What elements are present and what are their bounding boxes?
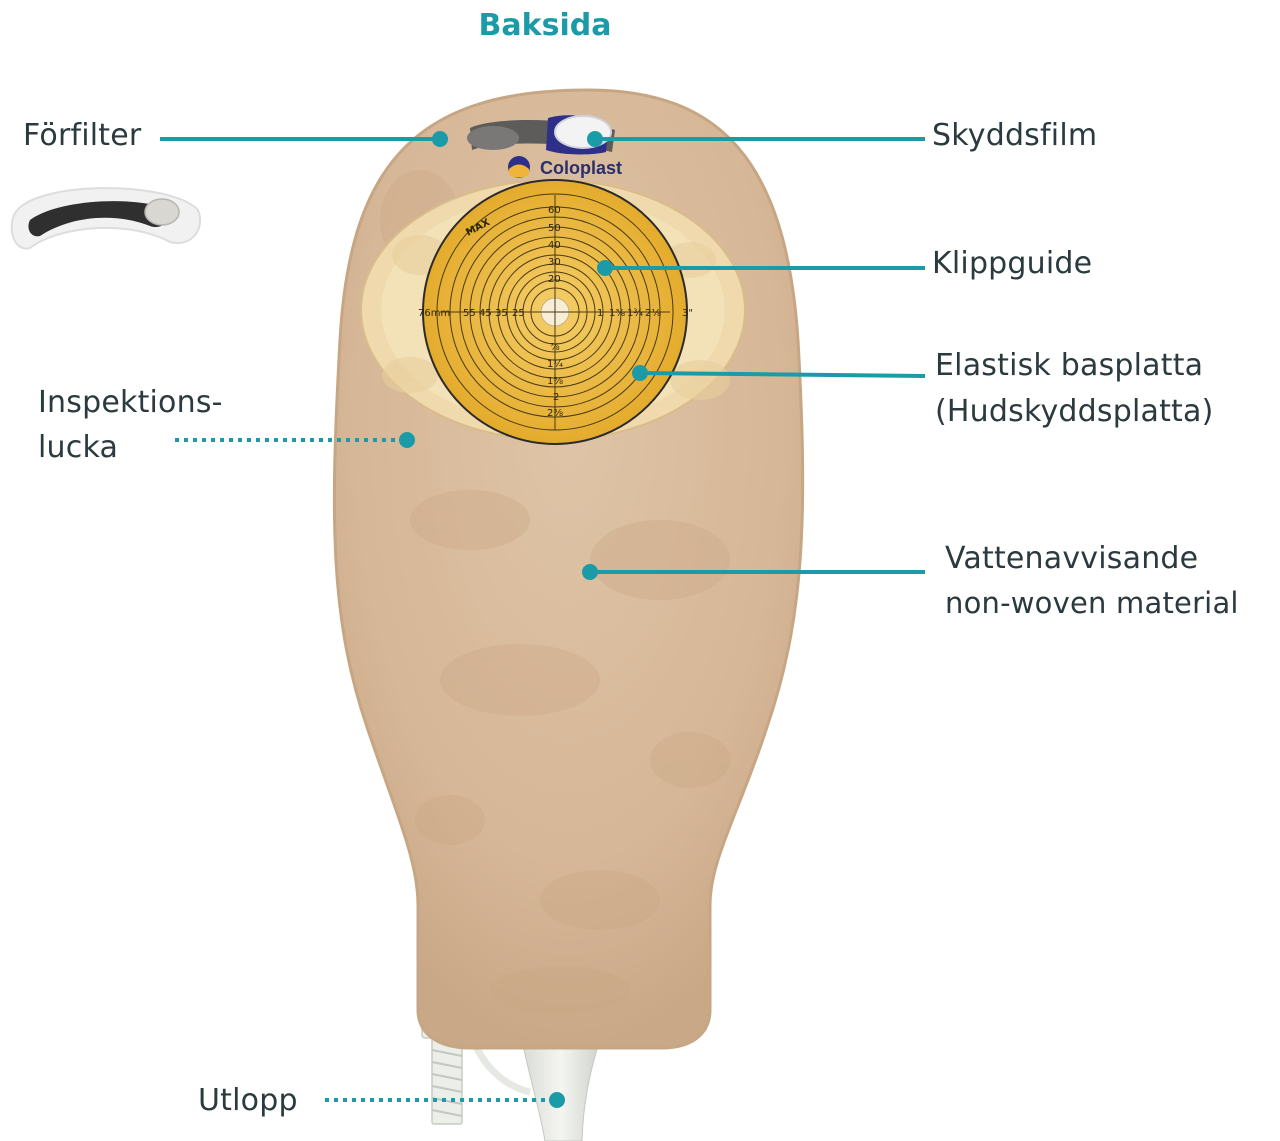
label-elastisk-line2: (Hudskyddsplatta)	[935, 389, 1214, 435]
scale-left-label: 76mm	[418, 308, 450, 319]
label-skyddsfilm: Skyddsfilm	[932, 113, 1097, 159]
label-utlopp: Utlopp	[198, 1078, 298, 1124]
label-inspektion-line1: Inspektions-	[38, 380, 223, 426]
scale-bottom-label: 1⅝	[547, 376, 563, 387]
label-vatten-line1: Vattenavvisande	[945, 536, 1198, 582]
scale-left-label: 55	[463, 308, 476, 319]
scale-bottom-label: 2	[553, 392, 559, 403]
scale-right-label: 1	[597, 308, 603, 319]
callout-dot-klippguide	[597, 260, 613, 276]
scale-top-label: 50	[548, 223, 561, 234]
scale-right-label: 1⅜	[609, 308, 625, 319]
callout-dot-forfilter	[432, 131, 448, 147]
page-title: Baksida	[0, 8, 1090, 43]
scale-top-label: 30	[548, 257, 561, 268]
scale-bottom-label: 2⅜	[547, 408, 563, 419]
outlet-tube	[522, 1040, 600, 1141]
label-forfilter: Förfilter	[23, 113, 141, 159]
scale-left-label: 25	[512, 308, 525, 319]
callout-dot-utlopp	[549, 1092, 565, 1108]
scale-bottom-label: 1¼	[547, 358, 563, 370]
scale-bottom-label: ⅞	[550, 342, 560, 353]
label-inspektion-line2: lucka	[38, 425, 118, 471]
scale-top-label: 60	[548, 205, 561, 216]
scale-top-label: 20	[548, 274, 561, 285]
callout-dot-elastisk	[632, 365, 648, 381]
scale-top-label: 40	[548, 240, 561, 251]
label-vatten-line2: non-woven material	[945, 580, 1239, 626]
scale-left-label: 45	[479, 308, 492, 319]
callout-dot-vatten	[582, 564, 598, 580]
brand-logo-text: Coloplast	[540, 158, 622, 178]
label-klippguide: Klippguide	[932, 241, 1092, 287]
callout-dot-skyddsfilm	[587, 131, 603, 147]
scale-left-label: 35	[495, 308, 508, 319]
label-elastisk-line1: Elastisk basplatta	[935, 343, 1203, 389]
scale-right-label: 1¾	[627, 308, 643, 319]
callout-dot-inspektion	[399, 432, 415, 448]
scale-right-label: 2⅛	[645, 308, 661, 319]
prefilter-inset	[12, 188, 200, 248]
scale-right-label: 3"	[682, 308, 693, 319]
